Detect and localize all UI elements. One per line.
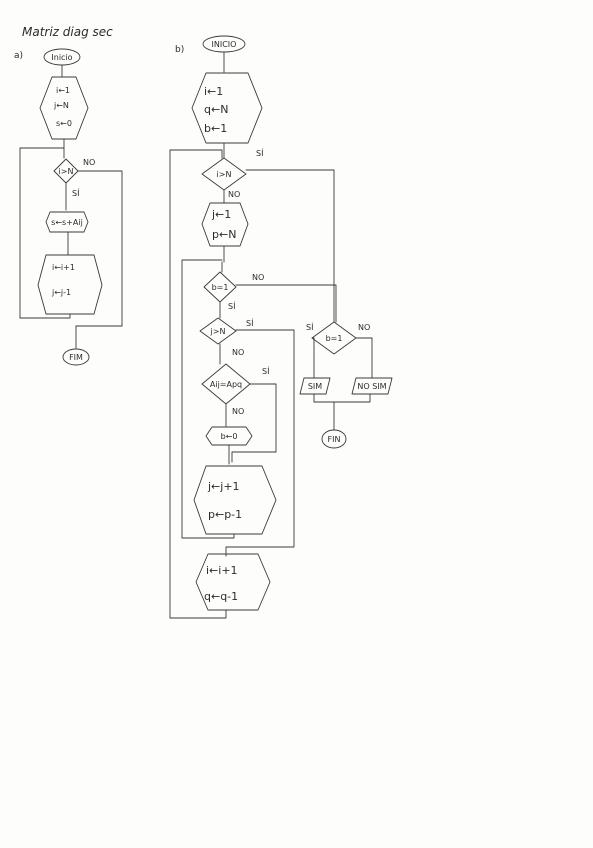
b-inner-update-line-2: p←p-1 [208,508,242,521]
b-cond-b-no: NO [252,273,264,282]
b-final-no-label: NO [358,323,370,332]
b-end-text: FIN [328,435,341,444]
b-set-b-text: b←0 [221,432,238,441]
b-inner-init-line-1: j←1 [211,208,231,221]
b-init-line-1: i←1 [204,85,223,98]
page-title: Matriz diag sec [22,25,113,39]
a-init-line-2: j←N [53,101,69,110]
b-final-yes-label: SÍ [306,321,314,332]
a-end-text: FIM [69,353,83,362]
b-init-line-3: b←1 [204,122,227,135]
a-init-line-1: i←1 [56,86,70,95]
b-outer-cond-text: i>N [217,170,232,179]
b-cond-eq-no: NO [232,407,244,416]
b-cond-j-no: NO [232,348,244,357]
b-cond-j-yes: SÍ [246,317,254,328]
a-process-text: s←s+Aij [51,218,83,227]
b-cond-eq-yes: SÍ [262,365,270,376]
a-process-hexagon [45,211,89,233]
a-cond-no-label: SÍ [72,187,80,198]
a-update-line-2: j←j-1 [51,288,71,297]
b-output-yes-text: SIM [308,382,322,391]
a-cond-yes-label: NO [83,158,95,167]
b-inner-update-line-1: j←j+1 [207,480,240,493]
b-final-cond-text: b=1 [326,334,343,343]
b-outer-update-hexagon [195,553,271,611]
b-cond-b-text: b=1 [212,283,229,292]
b-inner-update-hexagon [193,465,277,535]
part-a-label: a) [14,51,23,61]
b-cond-b-yes: SÍ [228,300,236,311]
b-cond-j-text: j>N [210,327,226,336]
b-outer-update-line-2: q←q-1 [204,590,238,603]
b-cond-j-diamond [199,317,237,345]
b-outer-update-line-1: i←i+1 [206,564,238,577]
a-cond-text: i>N [59,167,74,176]
a-init-hexagon [39,76,89,140]
b-init-line-2: q←N [204,103,228,116]
b-output-yes [299,377,331,395]
b-output-no-text: NO SIM [357,382,386,391]
b-end-terminal [321,429,347,449]
b-outer-cond-yes: SÍ [256,147,264,158]
a-init-line-3: s←0 [56,119,72,128]
b-final-cond-diamond [311,321,357,355]
part-b-label: b) [175,45,184,55]
a-end-terminal [62,348,90,366]
b-inner-init-hexagon [201,202,249,247]
a-update-hexagon [37,254,103,315]
b-init-hexagon [191,72,263,144]
b-outer-cond-no: NO [228,190,240,199]
b-start-text: INICIO [212,40,237,49]
a-start-text: Inicio [51,53,72,62]
b-cond-eq-text: Aij=Apq [210,380,242,389]
a-update-line-1: i←i+1 [52,263,75,272]
b-inner-init-line-2: p←N [212,228,236,241]
b-set-b-hexagon [205,426,253,446]
b-output-no [351,377,393,395]
